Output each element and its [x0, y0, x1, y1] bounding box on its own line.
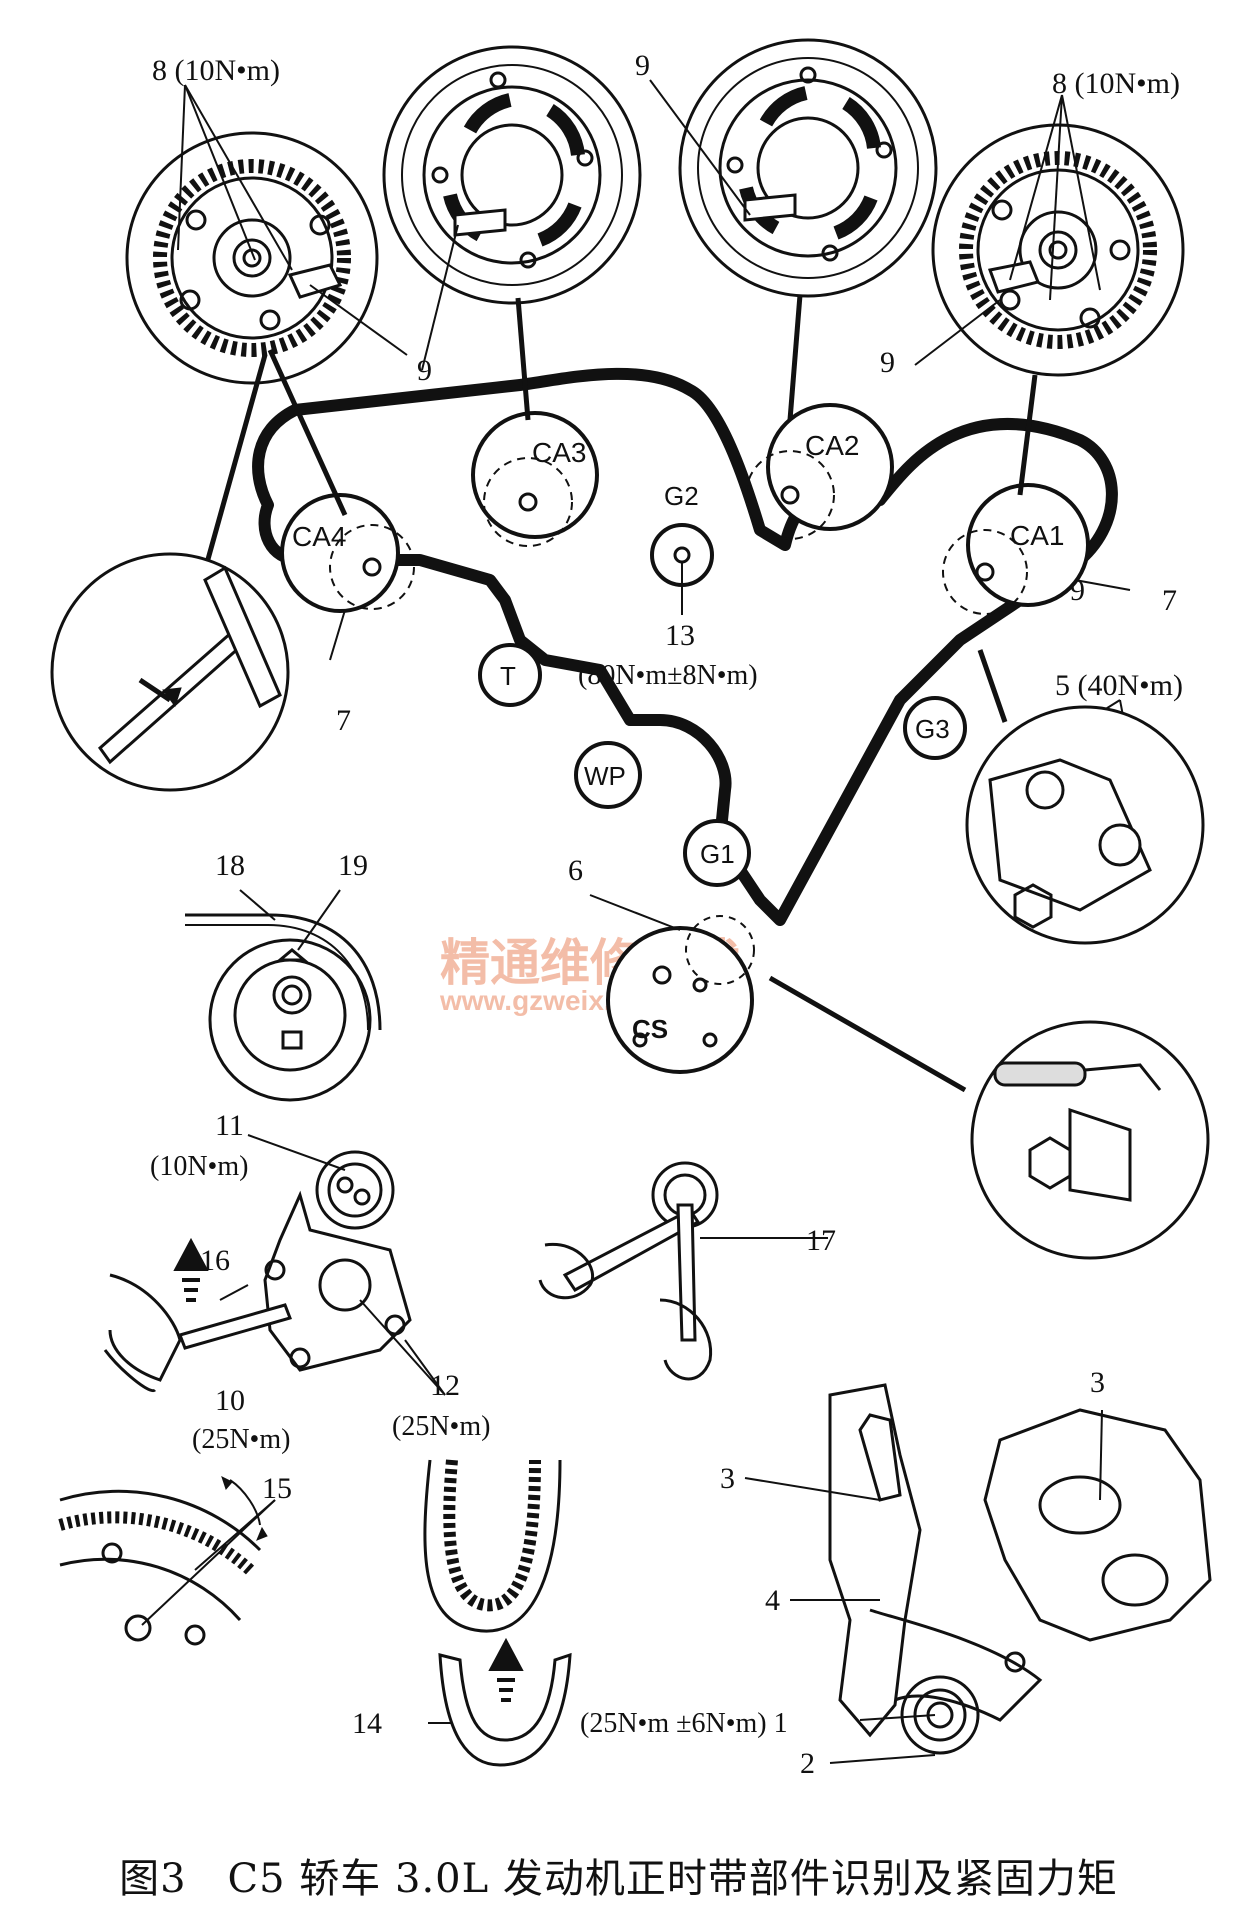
timing-cover-detail — [828, 1383, 1212, 1755]
callout-8-left: 8 (10N•m) — [152, 54, 280, 87]
pulley-ca3 — [471, 411, 599, 547]
callout-6: 6 — [568, 854, 583, 887]
leader-lines — [202, 294, 1038, 1093]
crank-pin-inset — [970, 1020, 1210, 1260]
callout-16: 16 — [200, 1244, 230, 1277]
pulley-t — [478, 643, 542, 707]
pulley-label-g3: G3 — [915, 714, 950, 744]
pulley-g1 — [683, 819, 751, 887]
callout-7-left: 7 — [336, 704, 351, 737]
crankshaft-sprocket — [606, 915, 755, 1074]
callout-12: 12 — [430, 1369, 460, 1402]
callout-9-left: 9 — [417, 354, 432, 387]
callout-4: 4 — [765, 1584, 780, 1617]
callout-8-right: 8 (10N•m) — [1052, 67, 1180, 100]
camshaft-hub-center-left — [382, 45, 642, 305]
callout-10: 10 — [215, 1384, 245, 1417]
pulley-label-wp: WP — [584, 761, 626, 791]
callout-11-torque: (10N•m) — [150, 1151, 248, 1182]
pulley-label-g2: G2 — [664, 481, 699, 511]
tensioner-adjust-detail — [103, 1150, 412, 1393]
figure-caption: 图3 C5 轿车 3.0L 发动机正时带部件识别及紧固力矩 — [119, 1856, 1118, 1902]
pulley-label-ca4: CA4 — [292, 521, 346, 552]
pulley-label-t: T — [500, 661, 516, 691]
callout-1-torque: (25N•m ±6N•m) 1 — [580, 1708, 788, 1739]
belt-install-detail — [423, 1459, 572, 1767]
tensioner-bracket-inset — [965, 705, 1205, 945]
callout-10-torque: (25N•m) — [192, 1424, 290, 1455]
rotation-detail — [58, 1476, 268, 1646]
callout-15: 15 — [262, 1472, 292, 1505]
pulley-ca1 — [942, 483, 1090, 615]
pulley-ca4 — [280, 493, 415, 613]
callout-3-top: 3 — [1090, 1366, 1105, 1399]
pulley-label-ca2: CA2 — [805, 430, 859, 461]
callout-5: 5 (40N•m) — [1055, 669, 1183, 702]
pulley-label-cs: CS — [632, 1014, 668, 1044]
thin-leader-lines — [141, 79, 1139, 1764]
callout-9-right: 9 — [880, 346, 895, 379]
pulley-g3 — [903, 696, 967, 760]
sprocket-top-left — [125, 131, 379, 385]
pulley-label-ca3: CA3 — [532, 437, 586, 468]
timing-belt — [252, 367, 1118, 926]
callout-13-torque: (80N•m±8N•m) — [578, 660, 758, 691]
callout-7-right: 7 — [1162, 584, 1177, 617]
callout-19: 19 — [338, 849, 368, 882]
tensioner-detail — [185, 913, 382, 1102]
callout-13: 13 — [665, 619, 695, 652]
callout-9-far-right: 9 — [1070, 574, 1085, 607]
callout-17: 17 — [806, 1224, 836, 1257]
callout-18: 18 — [215, 849, 245, 882]
callout-9-top: 9 — [635, 49, 650, 82]
callout-14: 14 — [352, 1707, 382, 1740]
callout-2: 2 — [800, 1747, 815, 1780]
wrench-detail — [538, 1161, 719, 1381]
callout-11: 11 — [215, 1109, 244, 1142]
callout-3-left: 3 — [720, 1462, 735, 1495]
pulley-label-ca1: CA1 — [1010, 520, 1064, 551]
pulley-label-g1: G1 — [700, 839, 735, 869]
pulley-wp — [574, 741, 642, 809]
callout-12-torque: (25N•m) — [392, 1411, 490, 1442]
pulley-ca2 — [745, 403, 894, 540]
t-handle-tool-inset — [50, 552, 290, 792]
camshaft-hub-center-right — [678, 38, 938, 298]
